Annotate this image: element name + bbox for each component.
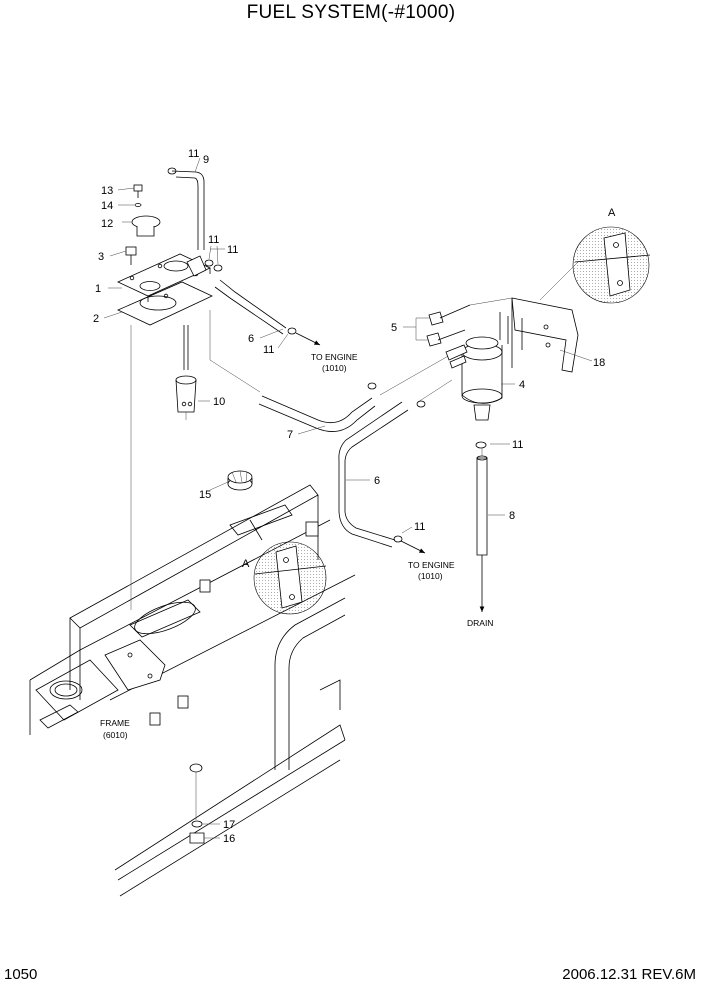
callout-8: 8: [509, 510, 515, 522]
revision-date: 2006.12.31 REV.6M: [562, 966, 696, 983]
callout-11-c: 11: [263, 344, 274, 356]
diagram-labels: A A TO ENGINE (1010) TO ENGINE (1010) DR…: [100, 207, 616, 740]
frame-ref: (6010): [103, 730, 128, 740]
callout-13: 13: [101, 185, 113, 197]
fuel-filter-assembly: [426, 261, 579, 421]
drain-label: DRAIN: [467, 618, 493, 628]
callout-11-a: 11: [188, 148, 199, 160]
callout-leaders: [103, 157, 593, 839]
callout-6-upper: 6: [248, 333, 254, 345]
callout-11-f: 11: [227, 244, 238, 256]
to-engine-ref-2: (1010): [418, 571, 443, 581]
to-engine-label-1: TO ENGINE: [311, 352, 358, 362]
page-number: 1050: [4, 966, 38, 983]
hose-clamps: [167, 167, 487, 543]
detail-a-label-frame: A: [242, 558, 250, 570]
callout-numbers: 1 2 3 4 5 6 6 7 8 9 10 11 11 11 11 11 11…: [93, 148, 605, 845]
callout-9: 9: [203, 154, 209, 166]
detail-a-frame: [253, 541, 327, 615]
callout-11-d: 11: [512, 439, 523, 451]
to-engine-ref-1: (1010): [322, 363, 347, 373]
callout-16: 16: [223, 833, 235, 845]
detail-a-label-top: A: [608, 207, 616, 219]
to-engine-label-2: TO ENGINE: [408, 560, 455, 570]
to-engine-arrows: [295, 332, 426, 554]
callout-2: 2: [93, 313, 99, 325]
tank-flange-assembly: [117, 184, 213, 610]
callout-11-e: 11: [414, 521, 425, 533]
callout-3: 3: [98, 251, 104, 263]
filler-cap: [227, 470, 253, 491]
hoses: [171, 170, 453, 548]
callout-1: 1: [95, 283, 101, 295]
callout-10: 10: [213, 396, 225, 408]
frame-structure: [29, 484, 356, 897]
callout-4: 4: [519, 379, 525, 391]
callout-18: 18: [593, 357, 605, 369]
detail-a-top: [572, 226, 651, 304]
callout-6-lower: 6: [374, 475, 380, 487]
drain-hose: [476, 448, 488, 612]
callout-12: 12: [101, 218, 113, 230]
frame-label: FRAME: [100, 718, 130, 728]
page-title: FUEL SYSTEM(-#1000): [246, 2, 456, 23]
callout-14: 14: [101, 200, 113, 212]
callout-17: 17: [223, 819, 235, 831]
callout-5: 5: [391, 322, 397, 334]
callout-15: 15: [199, 489, 211, 501]
callout-7: 7: [287, 429, 293, 441]
callout-11-b: 11: [208, 234, 219, 246]
